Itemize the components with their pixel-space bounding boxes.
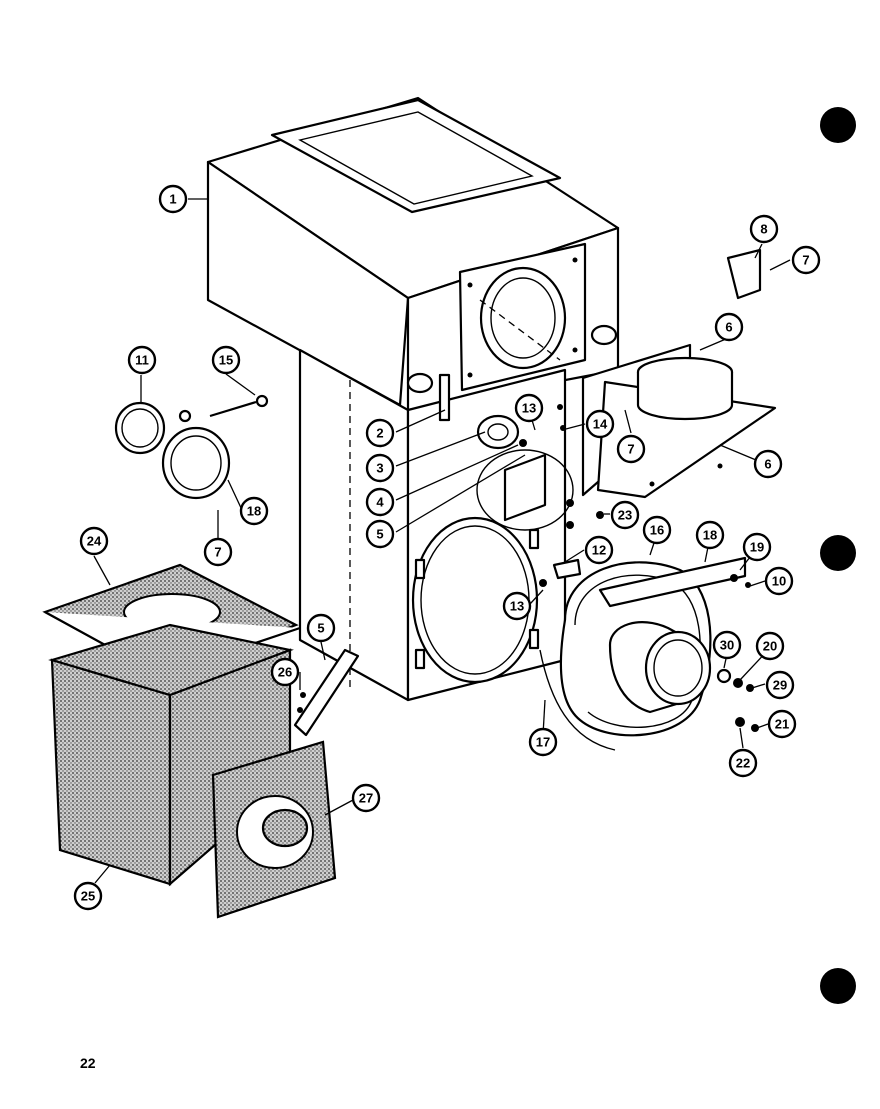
svg-text:7: 7 (802, 253, 809, 268)
binder-hole (820, 107, 856, 143)
callout-21: 21 (767, 709, 797, 739)
callout-24: 24 (79, 526, 109, 556)
callout-15: 15 (211, 345, 241, 375)
screw (297, 707, 303, 713)
svg-text:15: 15 (219, 353, 233, 368)
callout-30: 30 (712, 630, 742, 660)
binder-hole (820, 535, 856, 571)
page-number: 22 (80, 1055, 96, 1071)
callout-20: 20 (755, 631, 785, 661)
svg-text:14: 14 (593, 417, 608, 432)
callout-26: 26 (270, 657, 300, 687)
callout-8: 8 (749, 214, 779, 244)
callout-19: 19 (742, 532, 772, 562)
svg-text:29: 29 (773, 678, 787, 693)
access-opening (411, 516, 540, 684)
svg-text:6: 6 (764, 457, 771, 472)
svg-text:18: 18 (703, 528, 717, 543)
svg-text:22: 22 (736, 756, 750, 771)
callout-17: 17 (528, 727, 558, 757)
svg-text:23: 23 (618, 508, 632, 523)
side-port (590, 324, 618, 346)
small-bracket (726, 248, 762, 300)
svg-text:8: 8 (760, 222, 767, 237)
svg-text:10: 10 (772, 574, 786, 589)
callout-2: 2 (365, 418, 395, 448)
svg-text:3: 3 (376, 461, 383, 476)
binder-hole (820, 968, 856, 1004)
callout-10: 10 (764, 566, 794, 596)
blower-mount-plate (458, 242, 587, 392)
svg-text:12: 12 (592, 543, 606, 558)
side-port (406, 372, 434, 394)
svg-text:30: 30 (720, 638, 734, 653)
svg-text:7: 7 (214, 545, 221, 560)
svg-text:4: 4 (376, 495, 384, 510)
callout-7: 7 (203, 537, 233, 567)
callout-6: 6 (714, 312, 744, 342)
callout-23: 23 (610, 500, 640, 530)
svg-text:11: 11 (135, 353, 149, 368)
screw (300, 692, 306, 698)
callout-1: 1 (158, 184, 188, 214)
duct-transition (581, 343, 777, 499)
callout-27: 27 (351, 783, 381, 813)
filter-box (48, 623, 294, 887)
callout-4: 4 (365, 487, 395, 517)
internal-blower-opening (438, 373, 574, 531)
callout-6: 6 (753, 449, 783, 479)
callout-13: 13 (502, 591, 532, 621)
callout-22: 22 (728, 748, 758, 778)
svg-text:2: 2 (376, 426, 383, 441)
callout-3: 3 (365, 453, 395, 483)
outlet-panel (211, 740, 337, 919)
svg-text:21: 21 (775, 717, 789, 732)
callout-5: 5 (306, 613, 336, 643)
svg-text:18: 18 (247, 504, 261, 519)
blower-housing (539, 511, 759, 751)
svg-text:20: 20 (763, 639, 777, 654)
callout-18: 18 (695, 520, 725, 550)
svg-text:24: 24 (87, 534, 102, 549)
callout-12: 12 (584, 535, 614, 565)
svg-text:17: 17 (536, 735, 550, 750)
svg-text:19: 19 (750, 540, 764, 555)
callout-14: 14 (585, 409, 615, 439)
svg-text:5: 5 (376, 527, 383, 542)
svg-text:13: 13 (510, 599, 524, 614)
svg-text:27: 27 (359, 791, 373, 806)
callout-7: 7 (791, 245, 821, 275)
callout-5: 5 (365, 519, 395, 549)
svg-text:5: 5 (317, 621, 324, 636)
svg-text:1: 1 (169, 192, 176, 207)
angle-bracket (293, 648, 360, 737)
ring-assembly (114, 394, 269, 500)
callout-11: 11 (127, 345, 157, 375)
callout-7: 7 (616, 434, 646, 464)
svg-text:26: 26 (278, 665, 292, 680)
callout-13: 13 (514, 393, 544, 423)
svg-text:13: 13 (522, 401, 536, 416)
svg-text:6: 6 (725, 320, 732, 335)
callout-16: 16 (642, 515, 672, 545)
callout-29: 29 (765, 670, 795, 700)
callout-18: 18 (239, 496, 269, 526)
svg-text:7: 7 (627, 442, 634, 457)
callout-25: 25 (73, 881, 103, 911)
svg-text:25: 25 (81, 889, 95, 904)
svg-text:16: 16 (650, 523, 664, 538)
